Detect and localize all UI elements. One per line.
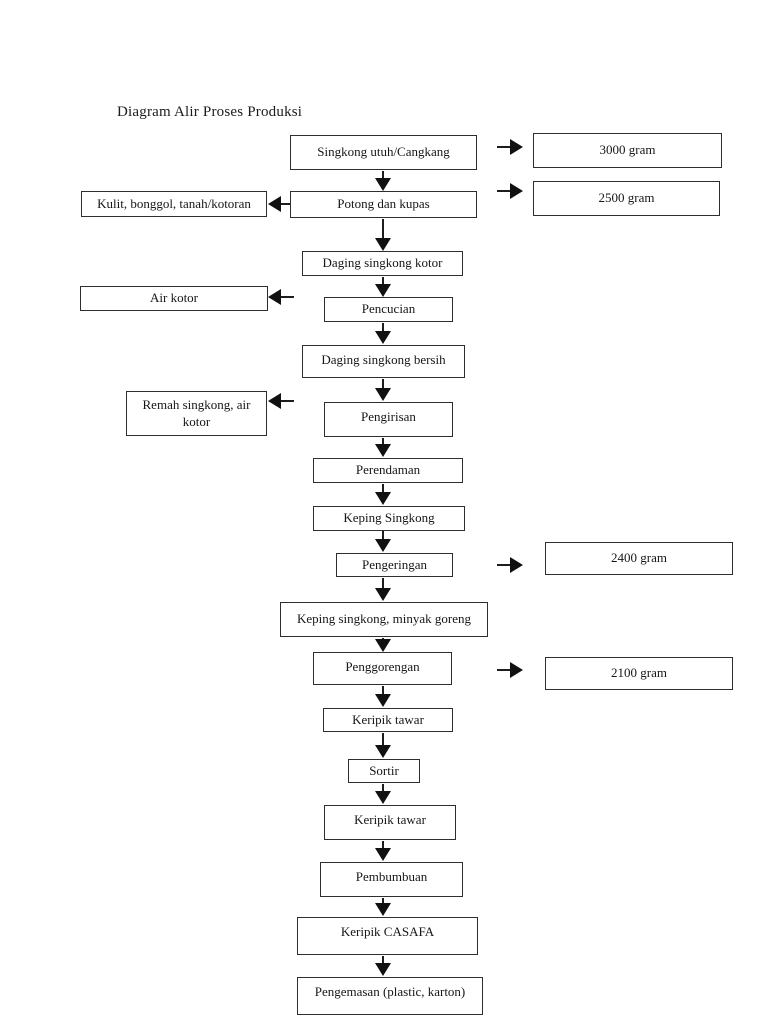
arrow-right-icon bbox=[497, 139, 523, 155]
arrow-down-icon bbox=[374, 484, 392, 505]
arrow-right-icon bbox=[497, 557, 523, 573]
node-keripik-tawar-1: Keripik tawar bbox=[323, 708, 453, 732]
arrow-down-icon bbox=[374, 379, 392, 401]
node-keping-singkong: Keping Singkong bbox=[313, 506, 465, 531]
arrow-down-icon bbox=[374, 898, 392, 916]
arrow-down-icon bbox=[374, 956, 392, 976]
node-3000-gram: 3000 gram bbox=[533, 133, 722, 168]
arrow-right-icon bbox=[497, 662, 523, 678]
arrow-left-icon bbox=[268, 289, 294, 305]
arrow-down-icon bbox=[374, 638, 392, 652]
node-2100-gram: 2100 gram bbox=[545, 657, 733, 690]
node-perendaman: Perendaman bbox=[313, 458, 463, 483]
node-sortir: Sortir bbox=[348, 759, 420, 783]
node-daging-singkong-bersih: Daging singkong bersih bbox=[302, 345, 465, 378]
arrow-down-icon bbox=[374, 438, 392, 457]
node-kulit-bonggol: Kulit, bonggol, tanah/kotoran bbox=[81, 191, 267, 217]
node-daging-singkong-kotor: Daging singkong kotor bbox=[302, 251, 463, 276]
node-2400-gram: 2400 gram bbox=[545, 542, 733, 575]
page-title: Diagram Alir Proses Produksi bbox=[117, 104, 303, 120]
node-pengemasan: Pengemasan (plastic, karton) bbox=[297, 977, 483, 1015]
node-keripik-casafa: Keripik CASAFA bbox=[297, 917, 478, 955]
arrow-right-icon bbox=[497, 183, 523, 199]
node-air-kotor: Air kotor bbox=[80, 286, 268, 311]
node-remah-singkong: Remah singkong, air kotor bbox=[126, 391, 267, 436]
node-2500-gram: 2500 gram bbox=[533, 181, 720, 216]
node-keripik-tawar-2: Keripik tawar bbox=[324, 805, 456, 840]
arrow-down-icon bbox=[374, 733, 392, 758]
node-pengirisan: Pengirisan bbox=[324, 402, 453, 437]
node-pengeringan: Pengeringan bbox=[336, 553, 453, 577]
arrow-down-icon bbox=[374, 686, 392, 707]
arrow-down-icon bbox=[374, 578, 392, 601]
arrow-down-icon bbox=[374, 531, 392, 552]
node-keping-singkong-minyak-goreng: Keping singkong, minyak goreng bbox=[280, 602, 488, 637]
arrow-down-icon bbox=[374, 219, 392, 251]
arrow-down-icon bbox=[374, 784, 392, 804]
arrow-left-icon bbox=[268, 393, 294, 409]
node-pembumbuan: Pembumbuan bbox=[320, 862, 463, 897]
node-penggorengan: Penggorengan bbox=[313, 652, 452, 685]
arrow-left-icon bbox=[268, 196, 290, 212]
arrow-down-icon bbox=[374, 277, 392, 297]
arrow-down-icon bbox=[374, 841, 392, 861]
arrow-down-icon bbox=[374, 171, 392, 191]
arrow-down-icon bbox=[374, 323, 392, 344]
node-singkong-utuh: Singkong utuh/Cangkang bbox=[290, 135, 477, 170]
node-potong-kupas: Potong dan kupas bbox=[290, 191, 477, 218]
node-pencucian: Pencucian bbox=[324, 297, 453, 322]
